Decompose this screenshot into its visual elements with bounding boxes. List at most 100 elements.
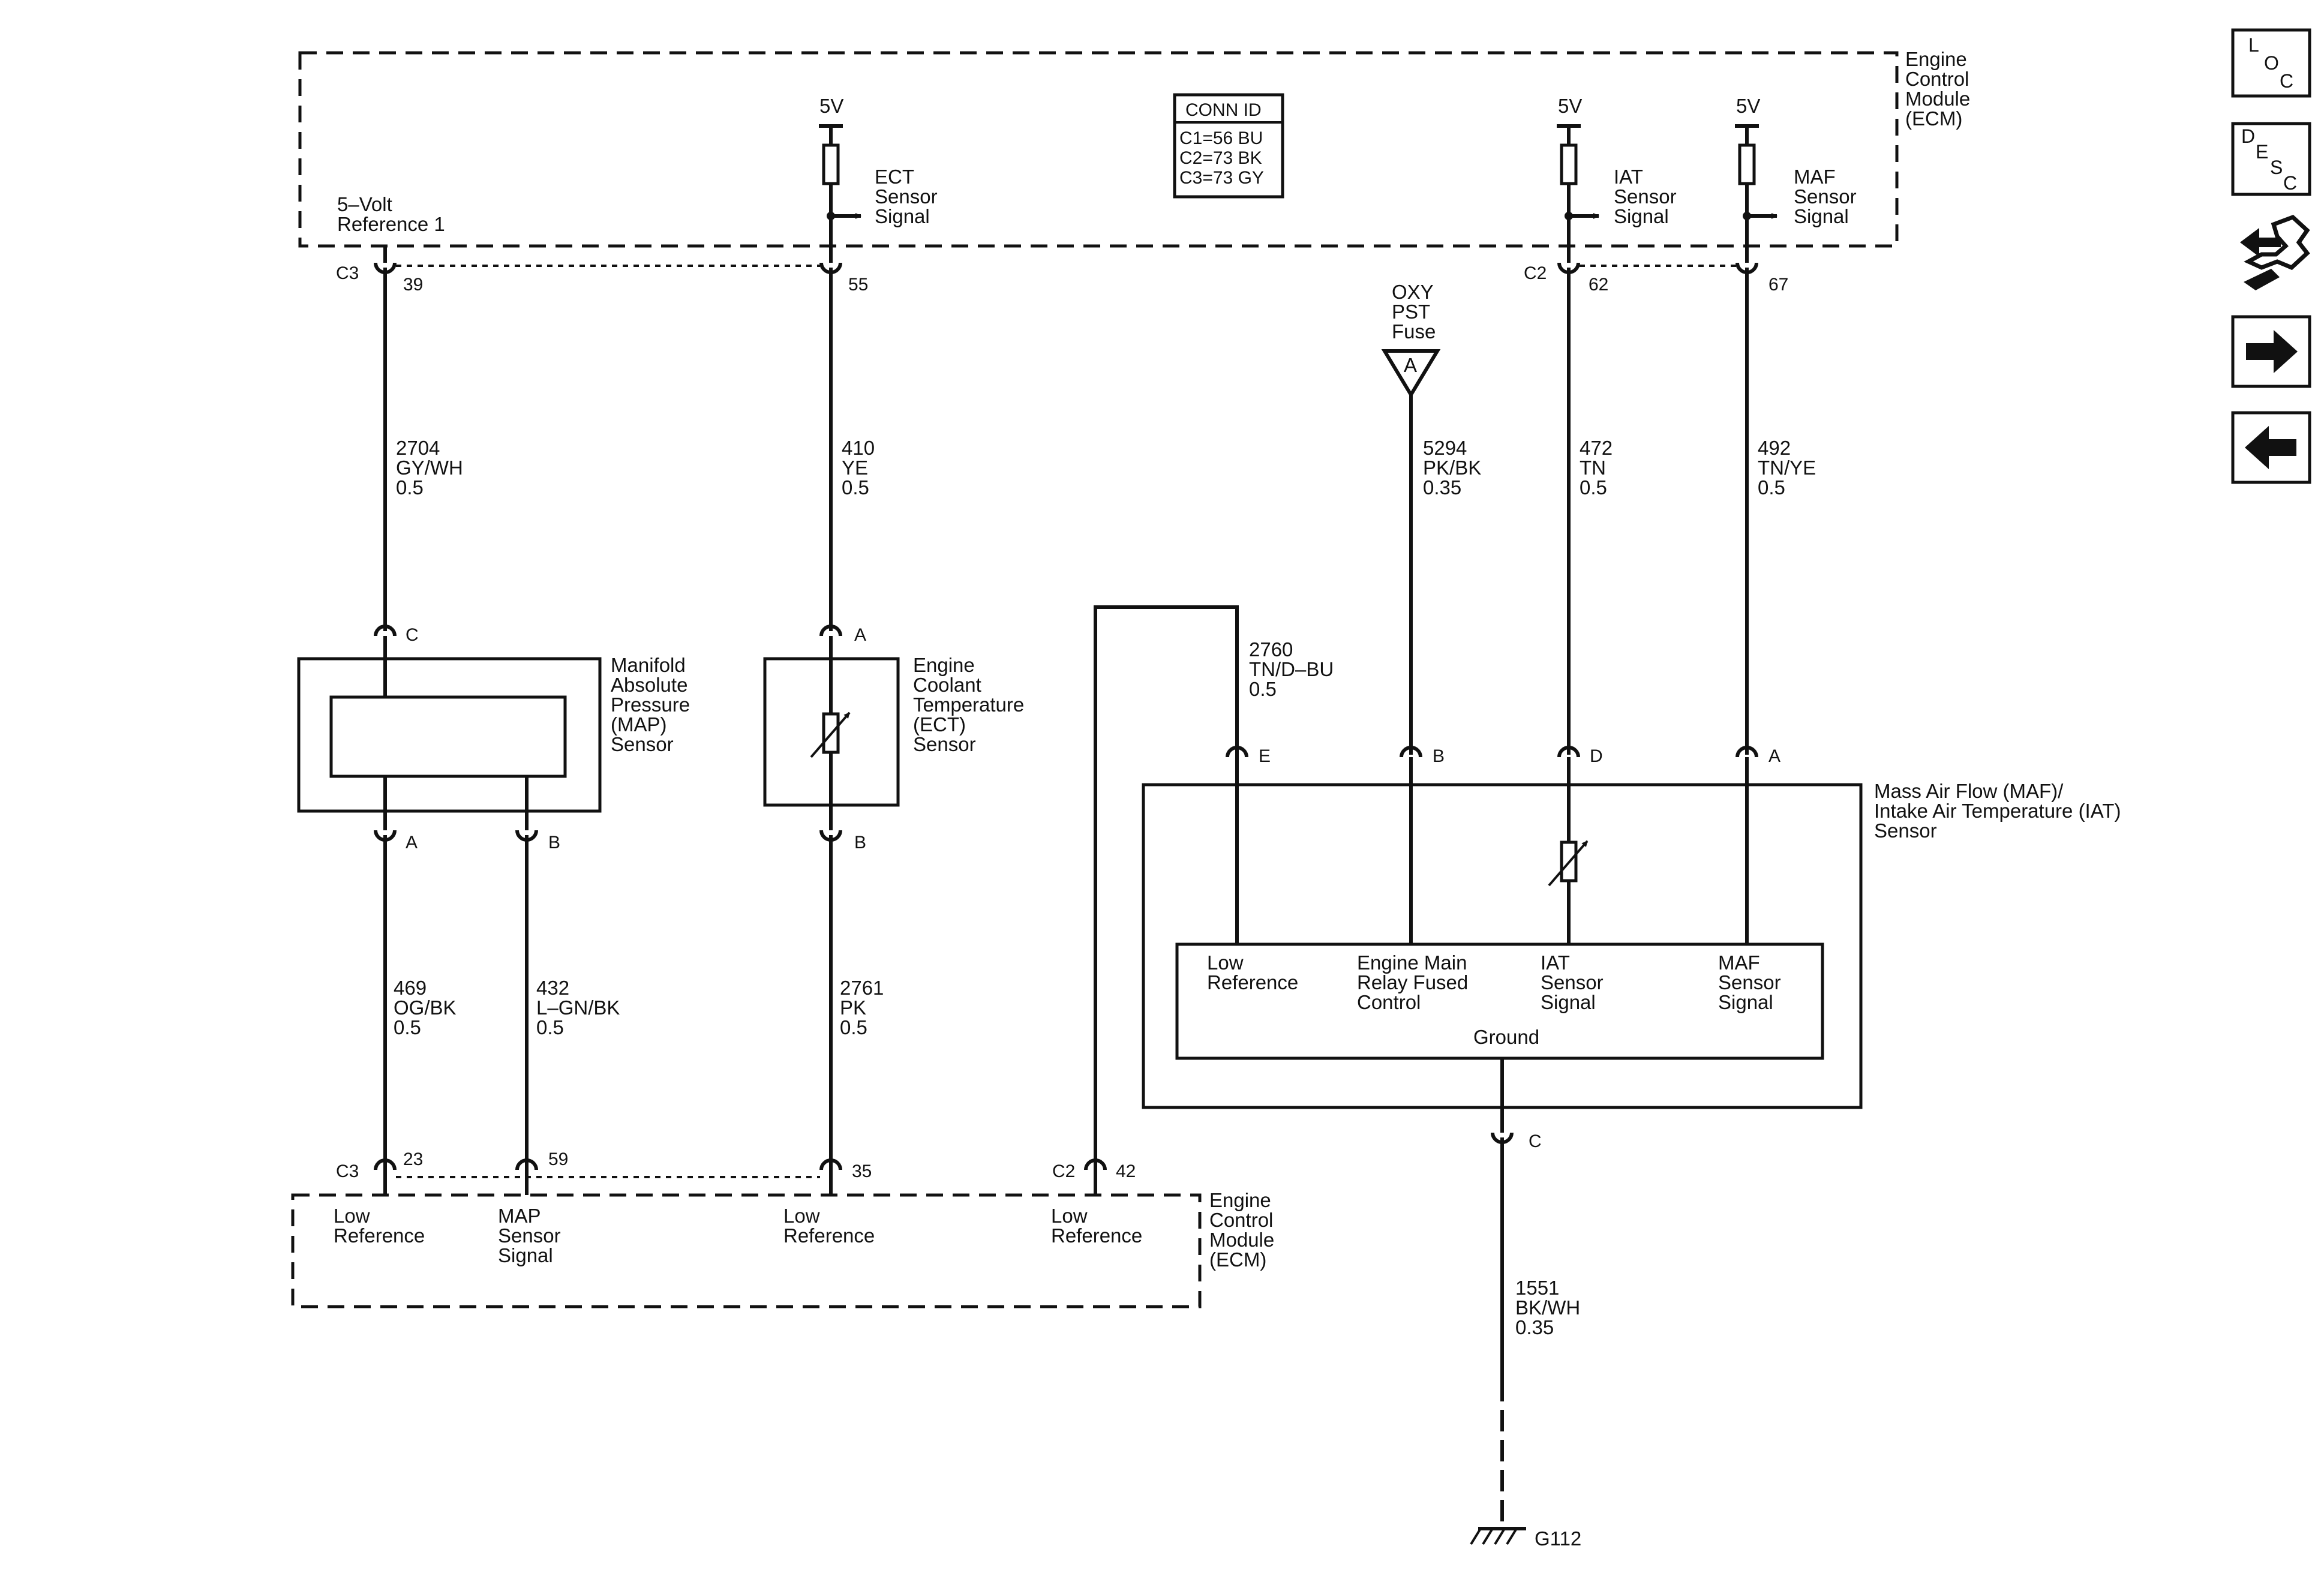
wire-1551-color: BK/WH bbox=[1515, 1296, 1580, 1319]
ect-pullup: 5V ECT Sensor Signal bbox=[819, 95, 938, 263]
maf-inner-lowref-2: Reference bbox=[1207, 971, 1298, 993]
map-pin-c: C bbox=[406, 625, 419, 645]
oxy-pst-fuse: OXY PST Fuse A bbox=[1381, 281, 1441, 398]
pin-c2-bottom: C2 bbox=[1052, 1161, 1075, 1181]
conn-id-c2: C2=73 BK bbox=[1179, 148, 1262, 168]
wire-410-size: 0.5 bbox=[842, 476, 869, 499]
fuse-label-2: PST bbox=[1392, 301, 1430, 323]
nav-loc-l: L bbox=[2248, 34, 2259, 56]
maf-inner-iat-1: IAT bbox=[1541, 951, 1570, 974]
bottom-lowref-3a: Low bbox=[1051, 1205, 1088, 1227]
maf-inner-relay-3: Control bbox=[1357, 991, 1421, 1013]
conn-id-c1: C1=56 BU bbox=[1179, 128, 1263, 148]
bottom-lowref-1a: Low bbox=[334, 1205, 370, 1227]
maf-pullup: 5V MAF Sensor Signal bbox=[1735, 95, 1857, 263]
ect-label-2: Coolant bbox=[913, 674, 981, 696]
wire-2704-num: 2704 bbox=[396, 437, 440, 459]
pin-62: 62 bbox=[1589, 275, 1608, 295]
ecm-top-label-2: Control bbox=[1905, 68, 1969, 90]
iat-pullup: 5V IAT Sensor Signal bbox=[1557, 95, 1677, 263]
bottom-map-sig-2: Sensor bbox=[498, 1224, 561, 1247]
ground-g112: G112 bbox=[1470, 1527, 1581, 1550]
wire-2760-color: TN/D–BU bbox=[1249, 658, 1334, 680]
maf-inner-relay-2: Relay Fused bbox=[1357, 971, 1468, 993]
map-label-3: Pressure bbox=[611, 694, 690, 716]
iat-signal-label-2: Sensor bbox=[1614, 185, 1677, 208]
pin-35: 35 bbox=[852, 1161, 872, 1181]
map-pin-a: A bbox=[406, 833, 418, 852]
wire-469-color: OG/BK bbox=[394, 996, 457, 1019]
maf-pin-b: B bbox=[1433, 746, 1445, 766]
wire-492: 492 TN/YE 0.5 bbox=[1745, 268, 1816, 755]
map-label-5: Sensor bbox=[611, 733, 674, 755]
ground-label: G112 bbox=[1535, 1527, 1581, 1550]
bottom-lowref-2b: Reference bbox=[783, 1224, 875, 1247]
nav-loc-o: O bbox=[2264, 52, 2279, 74]
bottom-map-sig-1: MAP bbox=[498, 1205, 541, 1227]
bottom-lowref-3b: Reference bbox=[1051, 1224, 1142, 1247]
ecm-top-label-3: Module bbox=[1905, 88, 1970, 110]
maf-pin-d: D bbox=[1590, 746, 1603, 766]
iat-signal-label-3: Signal bbox=[1614, 205, 1669, 227]
conn-id-box: CONN ID C1=56 BU C2=73 BK C3=73 GY bbox=[1173, 93, 1284, 199]
pin-42: 42 bbox=[1116, 1161, 1136, 1181]
ect-signal-label-3: Signal bbox=[875, 205, 930, 227]
maf-iat-sensor: E B D A Low Reference Engine Main Relay … bbox=[1142, 746, 2121, 1151]
nav-next-button[interactable] bbox=[2231, 315, 2311, 388]
wire-2704-size: 0.5 bbox=[396, 476, 424, 499]
pin-23: 23 bbox=[403, 1149, 423, 1169]
wire-2761-size: 0.5 bbox=[840, 1016, 867, 1038]
pin-67: 67 bbox=[1768, 275, 1788, 295]
conn-id-c3: C3=73 GY bbox=[1179, 168, 1264, 188]
wire-410: 410 YE 0.5 bbox=[829, 268, 875, 631]
ecm-bottom-label-3: Module bbox=[1209, 1229, 1274, 1251]
arrow-right-icon bbox=[2246, 330, 2298, 373]
maf-label-2: Intake Air Temperature (IAT) bbox=[1874, 800, 2121, 822]
nav-desc-c: C bbox=[2283, 172, 2297, 194]
ecm-bottom-label-4: (ECM) bbox=[1209, 1248, 1266, 1271]
ect-pin-a: A bbox=[854, 625, 866, 645]
ecm-top-label-4: (ECM) bbox=[1905, 107, 1962, 130]
wire-5294-color: PK/BK bbox=[1423, 457, 1481, 479]
wire-410-color: YE bbox=[842, 457, 868, 479]
ecm-top-label-1: Engine bbox=[1905, 48, 1967, 70]
map-label-1: Manifold bbox=[611, 654, 686, 676]
maf-inner-lowref-1: Low bbox=[1207, 951, 1244, 974]
wire-2760-size: 0.5 bbox=[1249, 678, 1277, 700]
wire-5294-size: 0.35 bbox=[1423, 476, 1461, 499]
nav-prev-button[interactable] bbox=[2231, 411, 2311, 484]
nav-desc-button[interactable]: D E S C bbox=[2231, 122, 2311, 196]
fuse-label-3: Fuse bbox=[1392, 320, 1436, 343]
wire-469-num: 469 bbox=[394, 977, 427, 999]
supply-5v-ect: 5V bbox=[819, 95, 843, 117]
ecm-top: Engine Control Module (ECM) CONN ID C1=5… bbox=[298, 48, 1970, 263]
maf-inner-maf-1: MAF bbox=[1718, 951, 1760, 974]
wire-5294-num: 5294 bbox=[1423, 437, 1467, 459]
wire-410-num: 410 bbox=[842, 437, 875, 459]
nav-connector-button[interactable] bbox=[2240, 214, 2310, 290]
wire-472: 472 TN 0.5 bbox=[1567, 268, 1613, 755]
maf-signal-label-3: Signal bbox=[1794, 205, 1849, 227]
ref-5v-label-1: 5–Volt bbox=[337, 193, 392, 215]
map-label-4: (MAP) bbox=[611, 713, 667, 736]
maf-inner-iat-3: Signal bbox=[1541, 991, 1596, 1013]
wire-1551-num: 1551 bbox=[1515, 1277, 1559, 1299]
maf-pin-c: C bbox=[1529, 1131, 1542, 1151]
ref-5v-label-2: Reference 1 bbox=[337, 213, 445, 235]
nav-loc-button[interactable]: L O C bbox=[2231, 28, 2311, 98]
maf-inner-maf-2: Sensor bbox=[1718, 971, 1781, 993]
nav-desc-d: D bbox=[2241, 125, 2255, 147]
wire-432-num: 432 bbox=[536, 977, 569, 999]
ecm-bottom: C3 23 59 35 C2 42 Low Reference MAP Sens… bbox=[291, 1149, 1274, 1308]
ect-signal-label-2: Sensor bbox=[875, 185, 938, 208]
wire-432: 432 L–GN/BK 0.5 bbox=[525, 835, 620, 1170]
bottom-map-sig-3: Signal bbox=[498, 1244, 553, 1266]
pin-c2-top: C2 bbox=[1524, 263, 1547, 283]
bottom-lowref-1b: Reference bbox=[334, 1224, 425, 1247]
maf-signal-label-1: MAF bbox=[1794, 166, 1836, 188]
wire-472-num: 472 bbox=[1580, 437, 1613, 459]
fuse-terminal: A bbox=[1404, 354, 1417, 376]
ect-sensor: A B Engine Coolant Temperature (ECT) Sen… bbox=[763, 625, 1024, 852]
maf-signal-label-2: Sensor bbox=[1794, 185, 1857, 208]
